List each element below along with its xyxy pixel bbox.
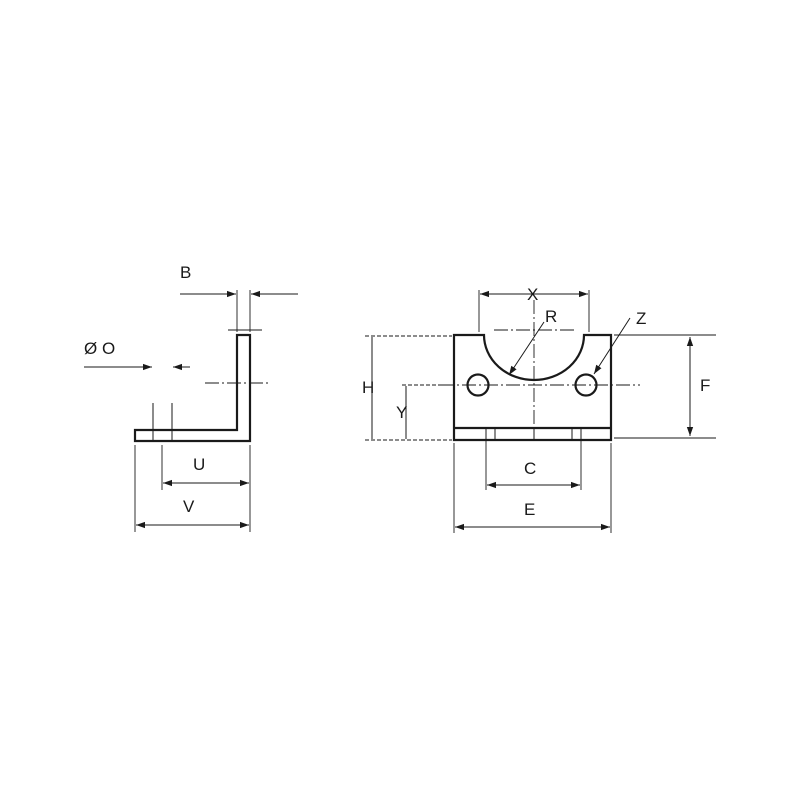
front-view-profile (452, 333, 613, 442)
h-label: H (362, 378, 374, 397)
f-label: F (700, 376, 710, 395)
u-label: U (193, 455, 205, 474)
front-view: X R Z H Y F C E (362, 285, 716, 533)
x-label: X (527, 285, 538, 304)
side-view: B Ø O U V (84, 263, 298, 532)
z-label: Z (636, 309, 646, 328)
side-view-profile (133, 333, 252, 443)
v-label: V (183, 497, 195, 516)
o-label: Ø O (84, 339, 115, 358)
e-label: E (524, 500, 535, 519)
y-label: Y (396, 403, 407, 422)
z-leader (593, 317, 631, 375)
c-label: C (524, 459, 536, 478)
r-leader (508, 321, 545, 376)
r-label: R (545, 307, 557, 326)
b-label: B (180, 263, 191, 282)
